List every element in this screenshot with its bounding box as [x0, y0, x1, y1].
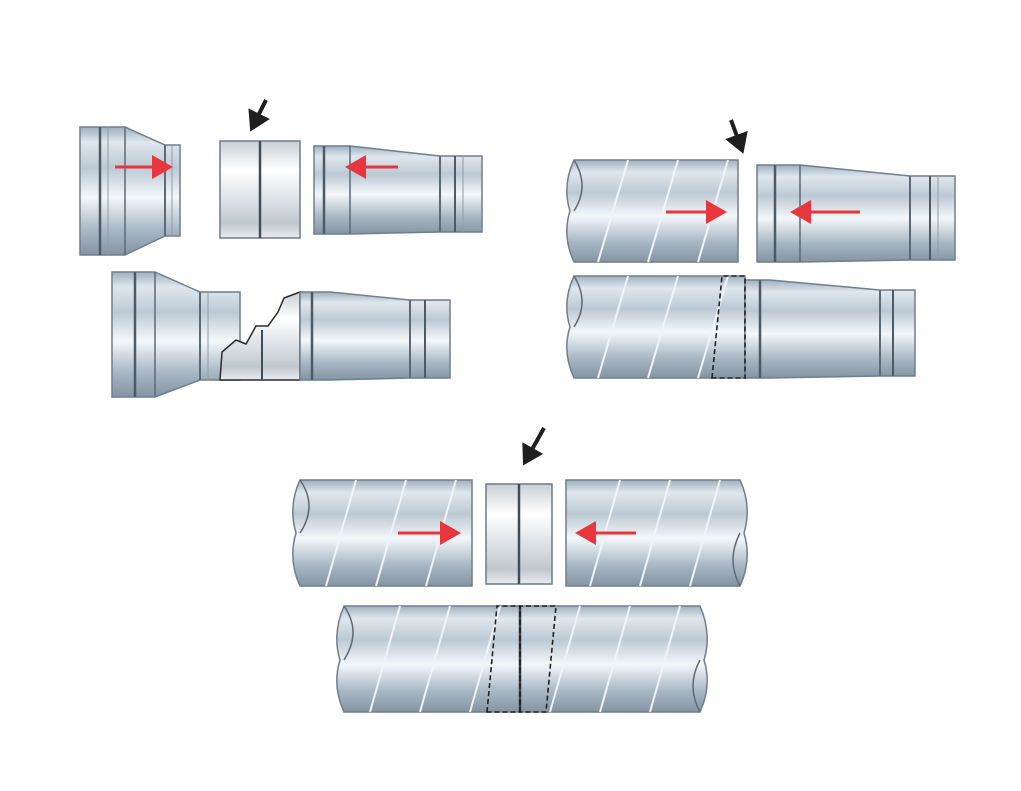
inserted-section-outline [711, 275, 746, 379]
reducer-joined [744, 279, 916, 379]
inserted-section-outline [519, 605, 557, 713]
reducer-left-joined [111, 271, 241, 398]
panel-reducer-to-reducer [79, 99, 483, 398]
spiral-pipe-joined [566, 275, 746, 379]
coupling-ring-separate [219, 140, 301, 239]
panel-spiral-pipe-to-reducer [566, 119, 956, 379]
spiral-pipe-left-separate [292, 479, 473, 587]
spiral-pipe-joined [336, 605, 708, 713]
reducer-right-separate [313, 145, 483, 235]
insert-pointer-icon [522, 427, 546, 466]
insert-pointer-icon [725, 119, 748, 154]
coupling-ring-separate [485, 483, 553, 585]
panel-spiral-pipe-to-spiral-pipe [292, 427, 748, 713]
reducer-left-separate [79, 126, 181, 256]
insert-pointer-icon [248, 99, 270, 132]
reducer-right-joined [299, 291, 451, 381]
